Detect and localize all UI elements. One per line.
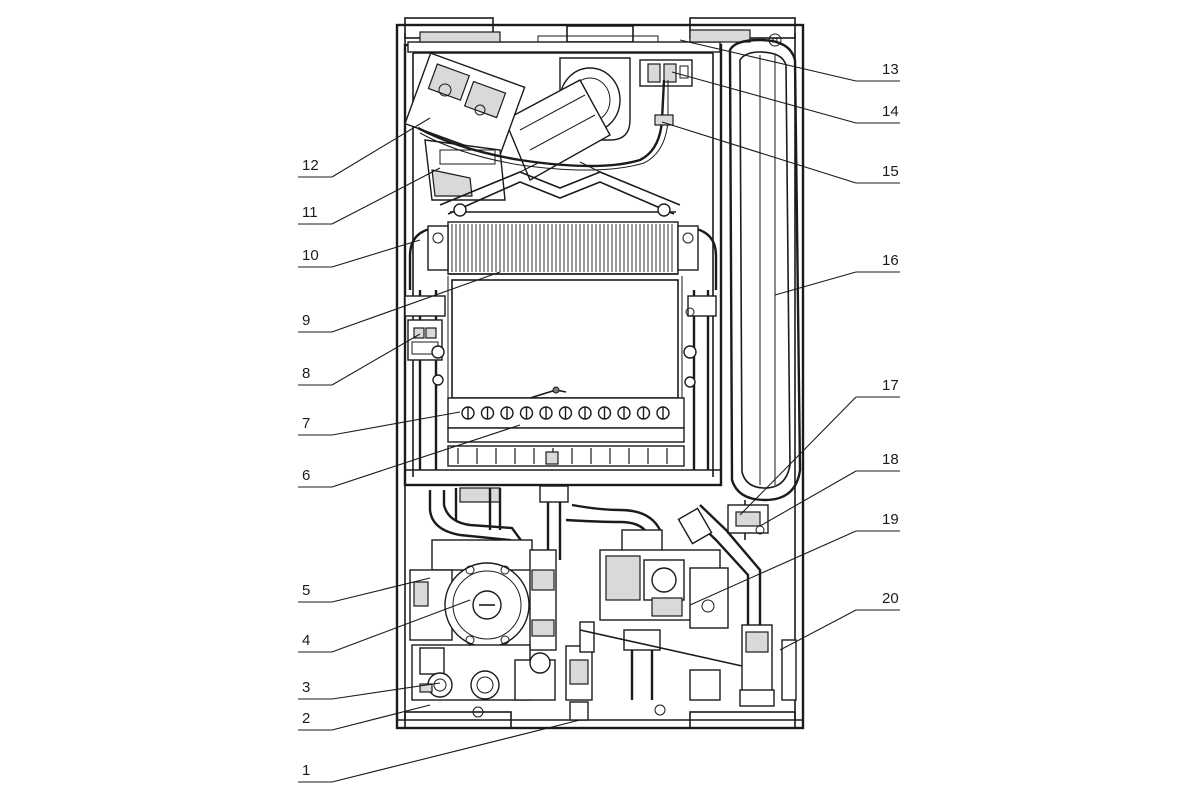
chamber-top-panel — [407, 29, 751, 53]
callout-leader-5 — [331, 577, 431, 603]
callout-label-9: 9 — [302, 312, 310, 329]
heat-exchanger — [408, 221, 718, 290]
callout-leader-16 — [774, 271, 857, 296]
callout-leader-20 — [779, 609, 857, 651]
pressure-hose — [417, 79, 674, 171]
callout-label-19: 19 — [882, 511, 899, 528]
callout-leader-2 — [331, 704, 431, 731]
callout-label-5: 5 — [302, 582, 310, 599]
callout-label-18: 18 — [882, 451, 899, 468]
callout-label-8: 8 — [302, 365, 310, 382]
callout-leader-13 — [679, 39, 857, 82]
callout-leader-7 — [331, 411, 461, 436]
callout-label-7: 7 — [302, 415, 310, 432]
callout-label-10: 10 — [302, 247, 319, 264]
flue-fan-assembly — [404, 52, 631, 201]
callout-label-12: 12 — [302, 157, 319, 174]
gas-valve — [579, 529, 761, 700]
callout-leader-4 — [331, 599, 471, 653]
callout-leader-19 — [689, 530, 857, 606]
burner — [447, 386, 685, 467]
callout-leader-17 — [739, 396, 857, 516]
callout-label-1: 1 — [302, 762, 310, 779]
callout-label-11: 11 — [302, 204, 318, 221]
side-pipes-right — [683, 290, 717, 470]
flue-hood — [439, 161, 681, 217]
callout-leader-11 — [331, 167, 441, 225]
callout-label-16: 16 — [882, 252, 899, 269]
callout-leader-3 — [331, 682, 441, 700]
callout-leader-6 — [331, 424, 521, 488]
bottom-nipple — [565, 645, 593, 721]
callout-label-14: 14 — [882, 103, 899, 120]
combustion-box — [447, 276, 683, 400]
callout-leader-15 — [661, 121, 857, 184]
callout-leader-18 — [759, 470, 857, 527]
callout-label-2: 2 — [302, 710, 310, 727]
outlet-fittings — [689, 624, 797, 707]
circulation-pump — [409, 539, 557, 651]
callout-leader-14 — [671, 71, 857, 124]
side-pipes-left — [404, 290, 446, 470]
pump-base — [411, 644, 556, 701]
callout-label-13: 13 — [882, 61, 899, 78]
callout-leader-10 — [331, 239, 421, 268]
callout-label-3: 3 — [302, 679, 310, 696]
callout-label-6: 6 — [302, 467, 310, 484]
callout-label-20: 20 — [882, 590, 899, 607]
callout-label-4: 4 — [302, 632, 310, 649]
callout-label-15: 15 — [882, 163, 899, 180]
callout-leader-1 — [331, 719, 581, 783]
callout-leader-12 — [331, 117, 431, 178]
air-pressure-switch — [639, 59, 693, 87]
lower-pipework — [428, 485, 664, 561]
callout-leader-9 — [331, 271, 501, 333]
callout-label-17: 17 — [882, 377, 899, 394]
callout-leaders — [298, 39, 900, 783]
valve-bracket — [677, 504, 769, 640]
callout-leader-8 — [331, 333, 421, 386]
